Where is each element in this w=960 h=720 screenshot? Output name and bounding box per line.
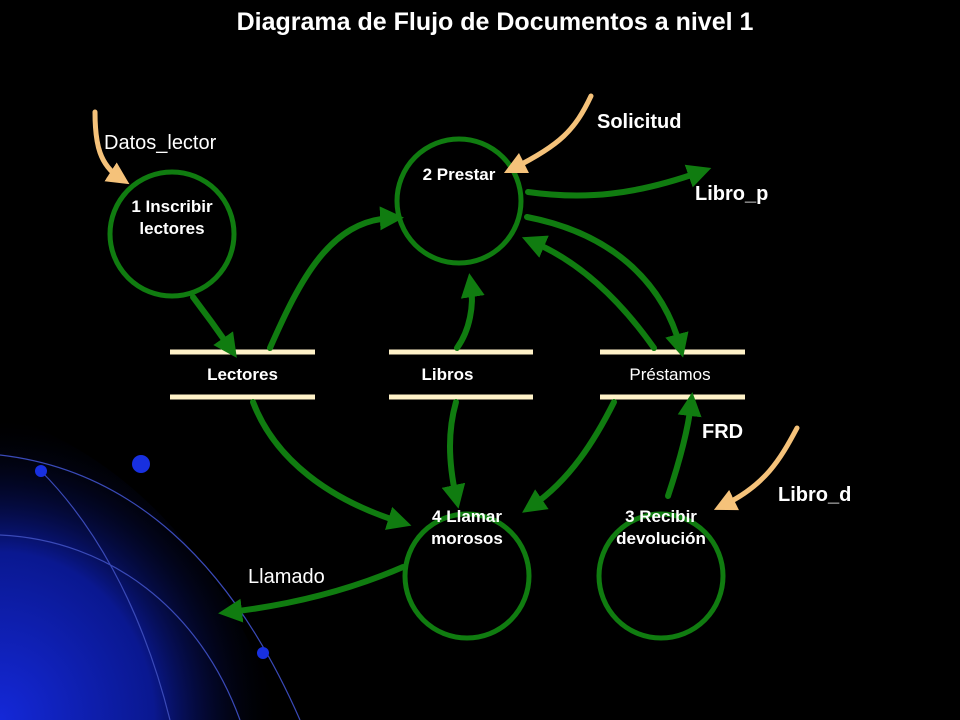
- flow-libros-to-llamar-arrow: [441, 399, 466, 509]
- flow-prestar-to-prestamos-arrow: [524, 214, 689, 358]
- process-llamar-label: 4 Llamar morosos: [407, 506, 527, 550]
- process-llamar-circle: [402, 511, 532, 641]
- flow-llamado-label: Llamado: [248, 566, 325, 588]
- decor-dot: [257, 647, 269, 659]
- diagram-title: Diagrama de Flujo de Documentos a nivel …: [236, 8, 754, 36]
- flow-frd-arrow: [665, 392, 702, 499]
- flow-frd-label: FRD: [702, 421, 744, 443]
- blue-glow-shape: [0, 415, 280, 720]
- flow-solicitud-label: Solicitud: [597, 111, 682, 133]
- flow-prestamos-to-llamar-arrow: [522, 399, 617, 513]
- process-inscribir-line1: 1 Inscribir: [131, 197, 213, 216]
- process-recibir-circle: [596, 511, 726, 641]
- flow-libro-p-label: Libro_p: [695, 183, 769, 205]
- process-prestar-label: 2 Prestar: [399, 164, 519, 186]
- process-prestar-line1: 2 Prestar: [422, 165, 496, 184]
- flow-libros-to-prestar-arrow: [454, 273, 485, 351]
- decor-curve: [0, 454, 301, 720]
- flow-solicitud-arrow: [503, 93, 594, 174]
- process-prestar-circle: [394, 136, 524, 266]
- process-llamar-line2: morosos: [431, 529, 503, 548]
- flow-datos-lector-label: Datos_lector: [104, 132, 217, 154]
- store-prestamos-label: Préstamos: [629, 365, 711, 384]
- process-inscribir-line2: lectores: [139, 219, 205, 238]
- process-recibir-line2: devolución: [616, 529, 706, 548]
- store-libros-lines: [389, 349, 533, 400]
- store-lectores-lines: [170, 349, 315, 400]
- decor-dot: [35, 465, 47, 477]
- decor-dot: [132, 455, 150, 473]
- flow-libro-d-label: Libro_d: [778, 484, 852, 506]
- process-recibir-label: 3 Recibir devolución: [601, 506, 721, 550]
- store-libros-label: Libros: [421, 365, 474, 384]
- flow-prestamos-to-prestar-arrow: [521, 235, 657, 351]
- decor-curve: [39, 469, 171, 720]
- process-inscribir-label: 1 Inscribir lectores: [112, 196, 232, 240]
- process-llamar-line1: 4 Llamar: [432, 507, 502, 526]
- process-inscribir-circle: [107, 169, 237, 299]
- store-lectores-label: Lectores: [207, 365, 278, 384]
- flow-lectores-to-prestar-arrow: [267, 206, 404, 351]
- flow-libro-d-arrow: [713, 425, 800, 511]
- flow-libro-p-arrow: [525, 164, 712, 199]
- flow-datos-lector-arrow: [92, 109, 130, 185]
- flow-inscribir-to-lectores-arrow: [190, 294, 237, 358]
- decor-curve: [0, 534, 241, 720]
- decorative-corner: [0, 415, 301, 720]
- process-recibir-line1: 3 Recibir: [625, 507, 697, 526]
- flow-lectores-to-llamar-arrow: [250, 399, 412, 530]
- flow-llamado-arrow: [218, 564, 406, 623]
